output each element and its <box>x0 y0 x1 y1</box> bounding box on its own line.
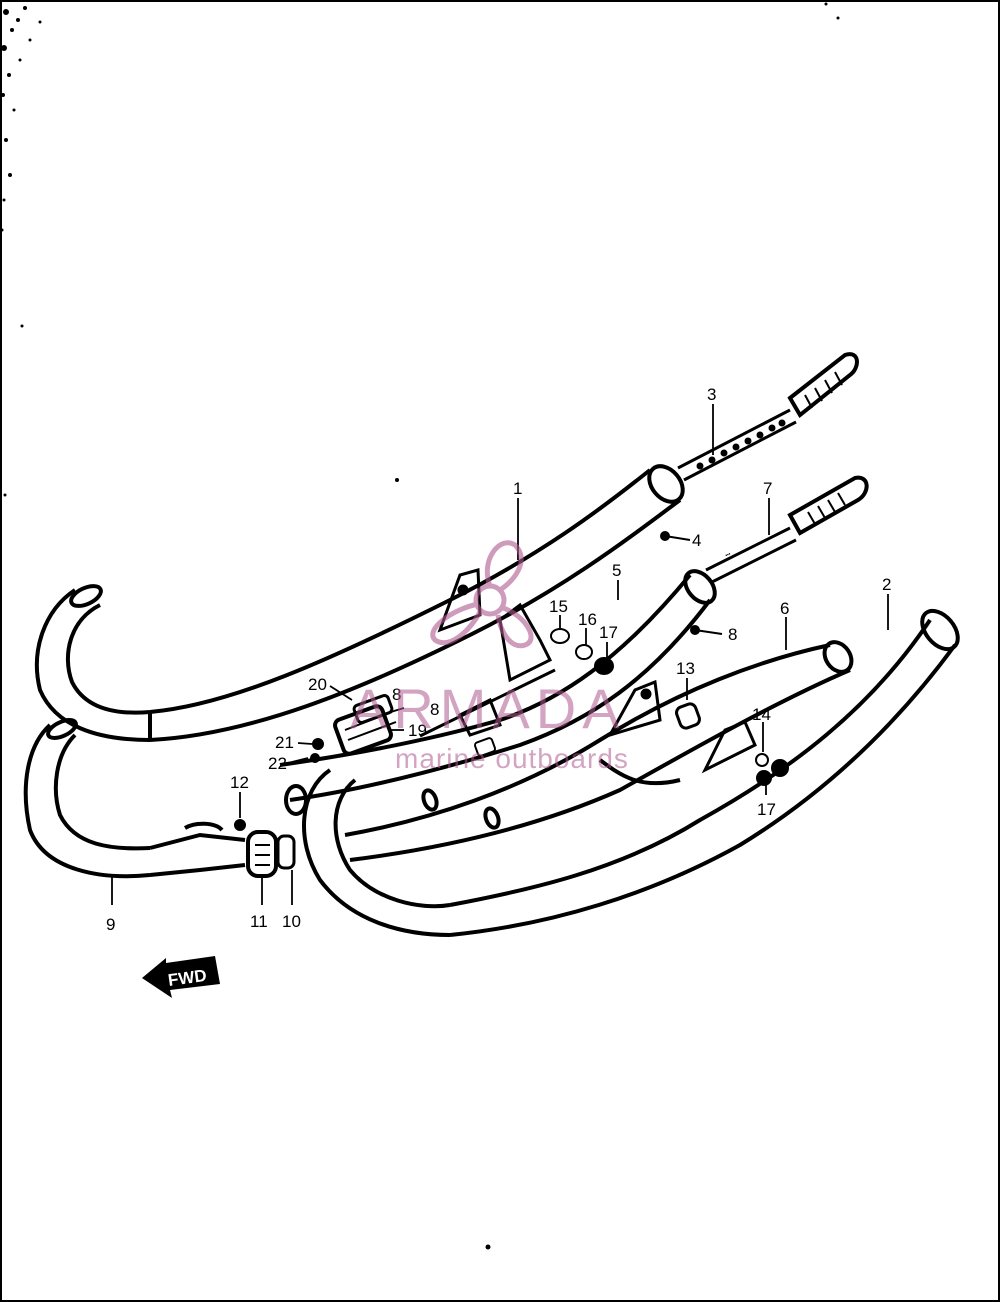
part-label-14: 14 <box>752 705 771 724</box>
part-label-7: 7 <box>763 479 772 498</box>
part-label-17-right: 17 <box>757 800 776 819</box>
baffle-3 <box>677 352 859 482</box>
part-label-11: 11 <box>250 912 268 931</box>
scan-noise <box>0 2 840 1250</box>
baffle-stamp: ▪▪▪ <box>725 551 732 559</box>
part-label-13: 13 <box>676 659 695 678</box>
part-label-22: 22 <box>268 754 287 773</box>
part-label-8-lower: 8 <box>430 700 439 719</box>
part-label-21: 21 <box>275 733 294 752</box>
watermark-logo-icon <box>430 540 534 649</box>
watermark-brand: ARMADA <box>350 677 626 740</box>
baffle-7 <box>705 475 869 584</box>
muffler-right-upper <box>344 640 854 862</box>
part-label-3: 3 <box>707 385 716 404</box>
mounting-brackets <box>437 568 757 774</box>
part-label-2: 2 <box>882 575 891 594</box>
part-label-15: 15 <box>549 597 568 616</box>
forward-label: FWD <box>167 966 208 990</box>
part-label-20: 20 <box>308 675 327 694</box>
part-label-6: 6 <box>780 599 789 618</box>
muffler-left-lower <box>23 718 246 879</box>
part-label-10: 10 <box>282 912 301 931</box>
part-label-17-mid: 17 <box>599 623 618 642</box>
part-labels: 1 2 3 4 5 6 7 8 8 8 9 10 11 12 13 14 15 … <box>106 385 891 934</box>
part-label-9: 9 <box>106 915 115 934</box>
watermark: ARMADA marine outboards <box>350 540 629 774</box>
muffler-left-upper <box>34 464 685 742</box>
forward-arrow-icon <box>142 956 220 998</box>
part-label-8-upper: 8 <box>728 625 737 644</box>
part-label-12: 12 <box>230 773 249 792</box>
part-label-8-clamp: 8 <box>392 685 401 704</box>
part-label-16: 16 <box>578 610 597 629</box>
part-label-19: 19 <box>408 721 427 740</box>
muffler-right-lower <box>302 608 960 937</box>
part-label-4: 4 <box>692 531 701 550</box>
watermark-tagline: marine outboards <box>395 743 629 774</box>
leader-lines <box>111 404 889 905</box>
part-label-5: 5 <box>612 561 621 580</box>
small-hardware <box>234 531 789 878</box>
forward-arrow: FWD <box>142 956 220 998</box>
part-label-1: 1 <box>513 479 522 498</box>
